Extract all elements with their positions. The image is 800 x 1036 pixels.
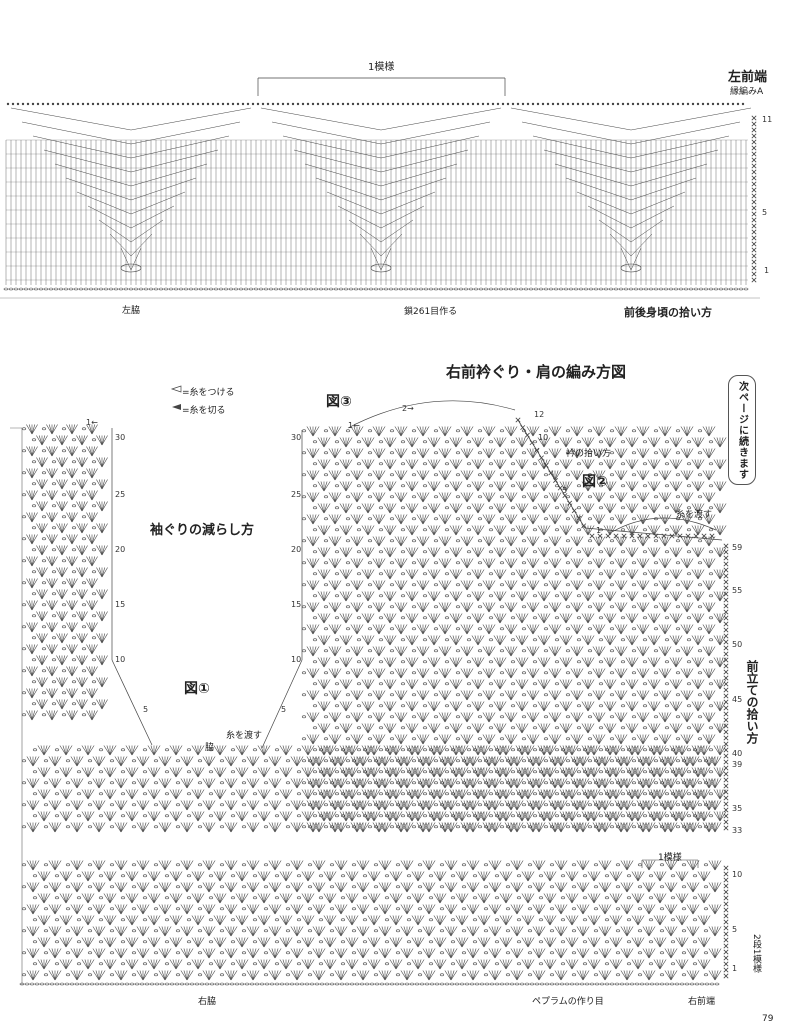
pass-yarn-label-left: 糸を渡す (226, 731, 263, 741)
neck-row-10: 10 (538, 433, 549, 442)
mid-row-20: 20 (291, 545, 302, 554)
mid-row-10: 10 (291, 655, 302, 664)
pass-yarn-label-right: 糸を渡す (676, 510, 713, 520)
top-row-5: 5 (762, 208, 768, 217)
legend-cut-yarn: =糸を切る (182, 406, 226, 416)
step-arrow-mid: 1← (348, 421, 360, 430)
edging-a-label: 縁編みA (730, 87, 764, 97)
bottom-row-10: 10 (732, 870, 743, 879)
right-row-55: 55 (732, 586, 743, 595)
figure-1-label: 図① (184, 681, 210, 697)
diagram-title: 右前衿ぐり・肩の編み方図 (446, 363, 627, 381)
repeat-label-top: 1模様 (368, 62, 395, 73)
left-row-30: 30 (115, 433, 126, 442)
peplum-pattern (21, 860, 722, 981)
top-lace-band (3, 77, 757, 291)
left-row-10: 10 (115, 655, 126, 664)
left-row-5: 5 (143, 705, 149, 714)
bottom-row-5: 5 (732, 925, 738, 934)
left-row-25: 25 (115, 490, 126, 499)
figure-2-label: 図② (582, 474, 608, 490)
right-row-45: 45 (732, 695, 743, 704)
chain-foundation-note: 鎖261目作る (404, 307, 458, 317)
legend-symbols (170, 385, 182, 410)
top-row-11: 11 (762, 115, 773, 124)
left-side-label: 左脇 (122, 306, 141, 316)
neck-row-12: 12 (534, 410, 545, 419)
right-row-35: 35 (732, 804, 743, 813)
left-row-20: 20 (115, 545, 126, 554)
right-row-39: 39 (732, 760, 743, 769)
next-page-note: 次ページに続きます (728, 375, 756, 485)
figure-3-label: 図③ (326, 394, 352, 410)
mid-row-25: 25 (291, 490, 302, 499)
mid-row-5: 5 (281, 705, 287, 714)
top-row-1: 1 (764, 266, 770, 275)
step-arrow-left: 1← (86, 418, 98, 427)
neck-row-5: 5 (562, 486, 568, 495)
step-arrow-top: 2→ (402, 404, 414, 413)
two-rows-one-repeat: 2段1模様 (751, 934, 761, 973)
right-row-59: 59 (732, 543, 743, 552)
right-row-50: 50 (732, 640, 743, 649)
right-front-edge-label: 右前端 (688, 997, 716, 1007)
peplum-foundation (19, 859, 720, 986)
main-body-pattern (301, 426, 727, 833)
lower-body-pattern (21, 745, 722, 833)
left-armhole-curve (10, 427, 153, 985)
mid-row-15: 15 (291, 600, 302, 609)
left-row-15: 15 (115, 600, 126, 609)
right-row-40: 40 (732, 749, 743, 758)
side-label: 脇 (205, 743, 215, 753)
bottom-row-1: 1 (732, 964, 738, 973)
right-side-label: 右脇 (198, 997, 217, 1007)
peplum-foundation-label: ペプラムの作り目 (532, 997, 604, 1007)
legend-attach-yarn: =糸をつける (182, 388, 235, 398)
armhole-decrease-label: 袖ぐりの減らし方 (150, 523, 255, 538)
repeat-label-bottom: 1模様 (658, 853, 682, 863)
left-front-edge-label: 左前端 (728, 70, 768, 85)
page-number: 79 (762, 1014, 774, 1024)
collar-pickup-label: 衿の拾い方 (566, 449, 612, 459)
front-band-pickup-label: 前立ての拾い方 (745, 660, 759, 744)
right-row-33: 33 (732, 826, 743, 835)
front-back-pickup-label: 前後身頃の拾い方 (624, 306, 712, 319)
front-band-crosses (723, 543, 729, 979)
armhole-and-neck-outline (261, 400, 723, 749)
mid-row-30: 30 (291, 433, 302, 442)
left-strip-pattern (21, 424, 108, 721)
neck-row-1: 1 (596, 526, 602, 535)
